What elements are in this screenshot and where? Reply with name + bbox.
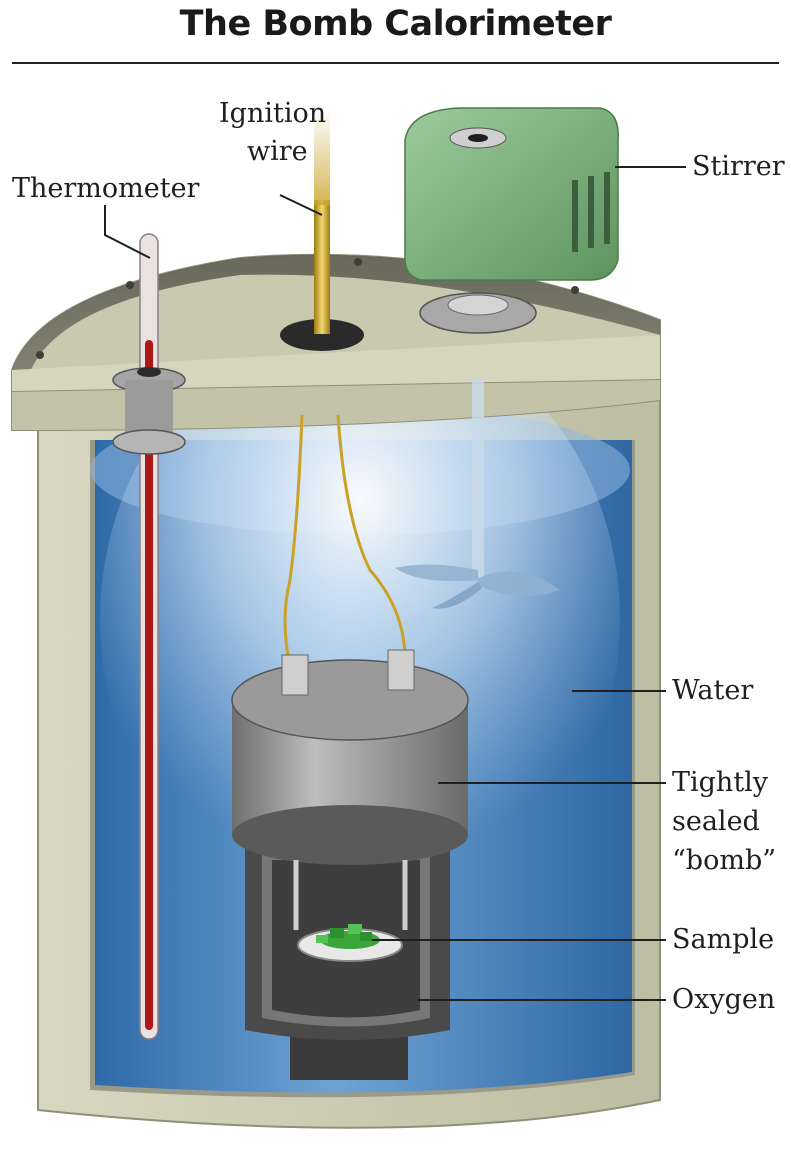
ignition-wire-leader <box>279 194 323 216</box>
leader-lines <box>104 166 686 1001</box>
label-oxygen: Oxygen <box>672 984 776 1015</box>
label-ignition-wire-line1: Ignition <box>219 98 327 129</box>
label-sample: Sample <box>672 924 775 955</box>
bomb <box>231 649 469 1080</box>
label-thermometer: Thermometer <box>12 173 200 204</box>
label-stirrer: Stirrer <box>692 151 785 182</box>
label-bomb-line3: “bomb” <box>672 845 777 876</box>
thermometer-tube <box>112 233 186 1040</box>
label-bomb-line2: sealed <box>672 806 760 837</box>
title-divider <box>12 62 779 64</box>
label-ignition-wire-line2: wire <box>247 136 308 167</box>
ignition-wire-assembly <box>280 110 407 666</box>
water <box>90 320 632 1093</box>
thermometer-leader <box>104 205 151 259</box>
stirrer-assembly <box>395 107 619 609</box>
sample <box>316 924 380 949</box>
diagram-title: The Bomb Calorimeter <box>179 4 612 44</box>
label-bomb-line1: Tightly <box>672 767 769 798</box>
label-water: Water <box>672 675 754 706</box>
